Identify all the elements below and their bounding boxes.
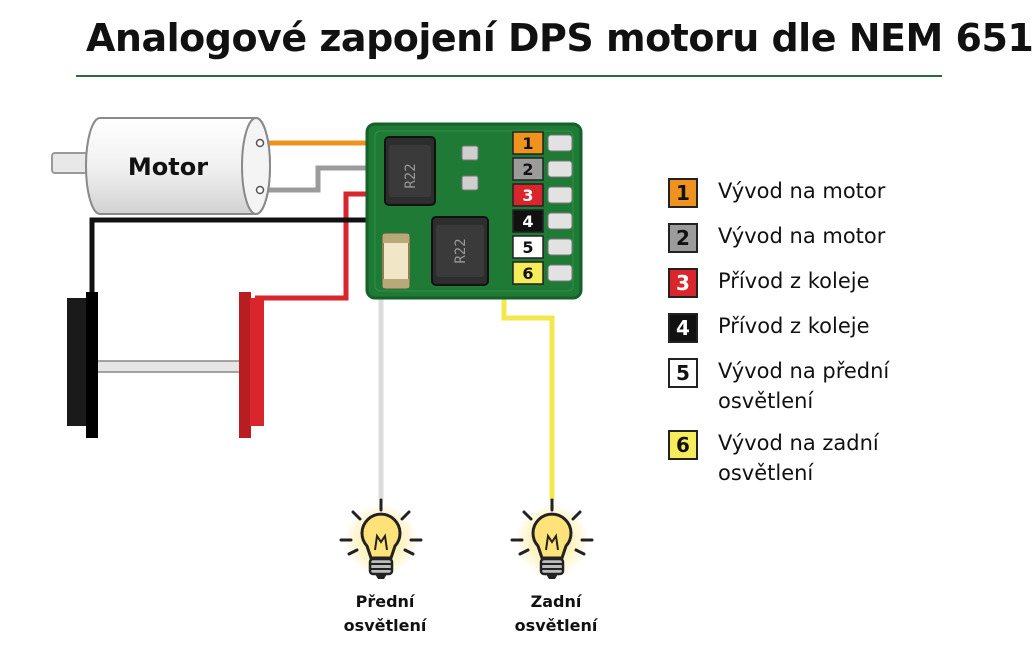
motor: Motor <box>51 117 271 215</box>
smd-component-1 <box>461 145 479 161</box>
motor-shaft <box>51 152 89 174</box>
left-wheel <box>86 292 98 438</box>
legend-text-3: Přívod z koleje <box>718 269 870 293</box>
motor-label: Motor <box>128 153 208 181</box>
legend-badge-4: 4 <box>668 313 698 343</box>
pin-6-label: 6 <box>522 264 533 283</box>
pin-5-box <box>512 235 544 259</box>
right-wheel-rim <box>239 292 251 438</box>
legend-text-4: Přívod z koleje <box>718 314 870 338</box>
legend-item-5: 5 Vývod na přední osvětlení <box>668 356 988 416</box>
pin-4-box <box>512 209 544 233</box>
front-light-bulb-icon <box>339 498 423 579</box>
front-light-label: Přední osvětlení <box>330 590 440 638</box>
pin-3-box <box>512 183 544 207</box>
pin-4-label: 4 <box>522 212 533 231</box>
axle <box>95 360 245 373</box>
left-wheel-rim <box>67 298 87 426</box>
front-light-label-line2: osvětlení <box>343 616 427 635</box>
rear-light-label-line1: Zadní <box>530 592 582 611</box>
pin-pads <box>547 134 573 282</box>
wiring-diagram: Motor R22 R22 <box>51 117 594 579</box>
smd-component-2 <box>461 175 479 191</box>
pcb-inner <box>374 130 574 292</box>
page-title: Analogové zapojení DPS motoru dle NEM 65… <box>86 16 1033 60</box>
rear-light-label: Zadní osvětlení <box>501 590 611 638</box>
legend-text-6-line1: Vývod na zadní <box>718 431 879 455</box>
right-wheel <box>250 298 264 426</box>
pin-3-label: 3 <box>522 186 533 205</box>
pin-1-box <box>512 131 544 155</box>
wire-yellow <box>501 269 555 500</box>
front-light-label-line1: Přední <box>355 592 415 611</box>
pin-labels: 1 2 3 4 5 6 <box>512 131 544 285</box>
inductor-1-label: R22 <box>403 163 419 188</box>
legend-badge-2: 2 <box>668 223 698 253</box>
legend-badge-5: 5 <box>668 358 698 388</box>
legend-item-3: 3 Přívod z koleje <box>668 266 988 298</box>
legend-item-2: 2 Vývod na motor <box>668 221 988 253</box>
legend-item-6: 6 Vývod na zadní osvětlení <box>668 428 988 488</box>
pin-2-label: 2 <box>522 160 533 179</box>
motor-terminal-top <box>255 138 265 148</box>
legend-text-5-line2: osvětlení <box>718 389 814 413</box>
title-divider <box>76 75 942 77</box>
pin-6-box <box>512 261 544 285</box>
pin-2-box <box>512 157 544 181</box>
legend-text-2: Vývod na motor <box>718 224 886 248</box>
legend-badge-6: 6 <box>668 430 698 460</box>
rear-light-label-line2: osvětlení <box>514 616 598 635</box>
legend-badge-1: 1 <box>668 178 698 208</box>
pcb-board: R22 R22 1 2 3 4 5 <box>365 122 583 300</box>
legend-badge-3: 3 <box>668 268 698 298</box>
legend: 1 Vývod na motor 2 Vývod na motor 3 Přív… <box>668 176 988 500</box>
wheelset <box>67 292 264 438</box>
rear-light-bulb-icon <box>510 498 594 579</box>
motor-terminal-bottom <box>255 185 265 195</box>
pin-1-label: 1 <box>522 134 533 153</box>
legend-text-1: Vývod na motor <box>718 179 886 203</box>
legend-text-6-line2: osvětlení <box>718 461 814 485</box>
legend-item-4: 4 Přívod z koleje <box>668 311 988 343</box>
inductor-2-label: R22 <box>453 238 469 263</box>
pin-5-label: 5 <box>522 238 533 257</box>
legend-item-1: 1 Vývod na motor <box>668 176 988 208</box>
legend-text-5-line1: Vývod na přední <box>718 359 890 383</box>
motor-end-cap <box>241 117 271 215</box>
